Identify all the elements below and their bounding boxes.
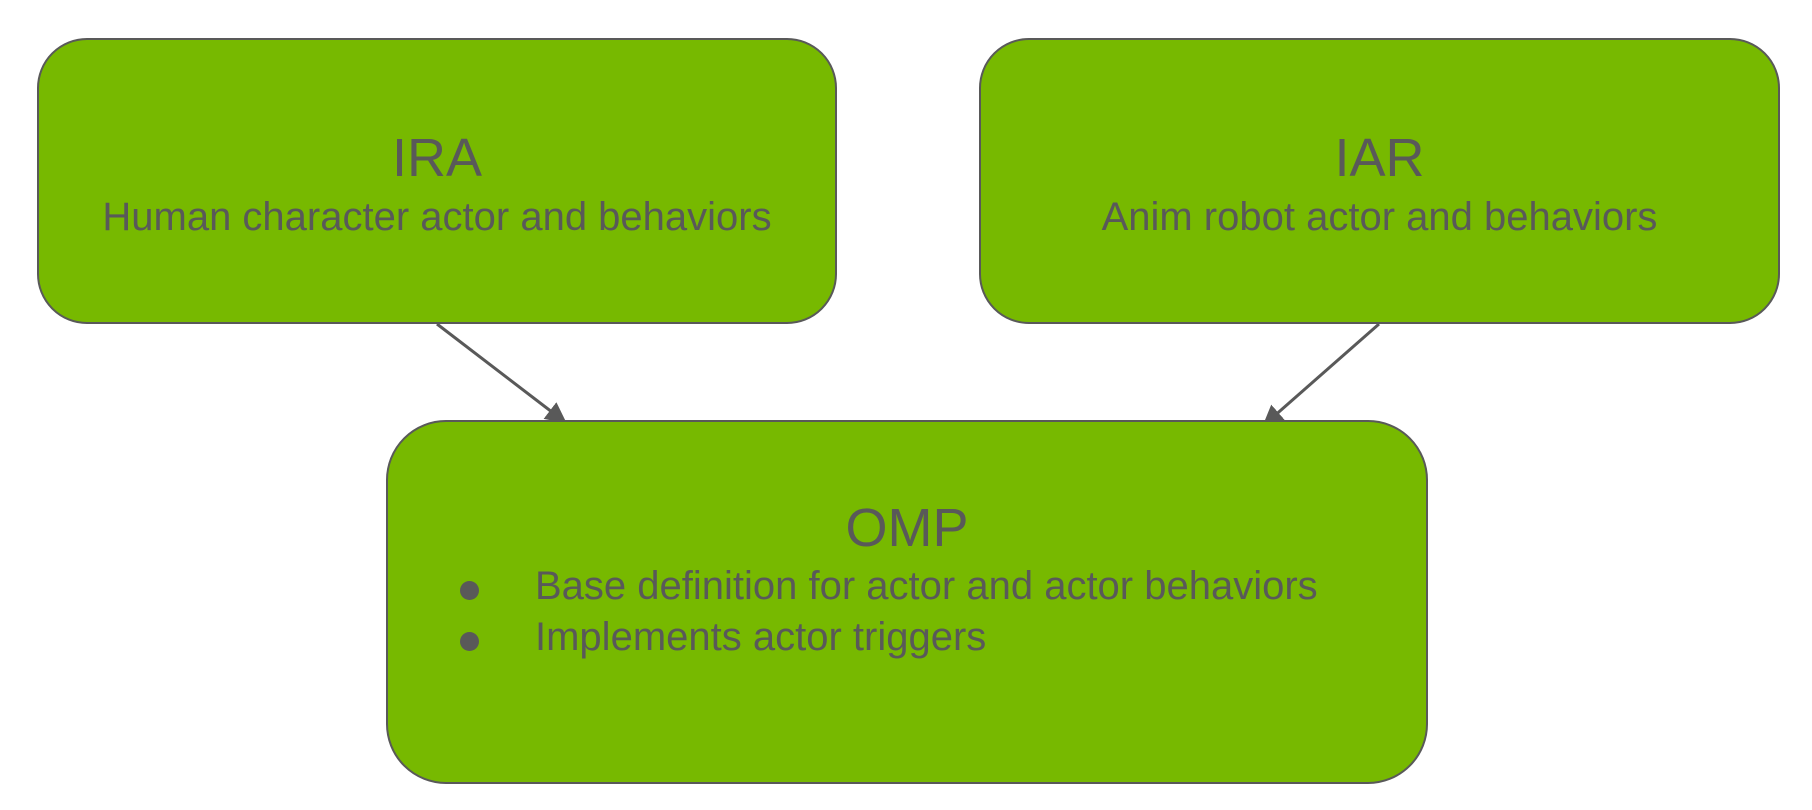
bullet-dot-icon bbox=[460, 632, 479, 651]
node-ira: IRA Human character actor and behaviors bbox=[37, 38, 837, 324]
node-ira-title: IRA bbox=[391, 128, 483, 188]
node-omp: OMP Base definition for actor and actor … bbox=[386, 420, 1428, 784]
bullet-text: Base definition for actor and actor beha… bbox=[535, 564, 1318, 608]
arrow-iar-to-omp bbox=[1262, 322, 1380, 427]
arrow-ira-to-omp bbox=[436, 322, 567, 424]
node-iar-subtitle: Anim robot actor and behaviors bbox=[1101, 195, 1658, 239]
node-iar-title: IAR bbox=[1334, 128, 1425, 188]
bullet-text: Implements actor triggers bbox=[535, 615, 987, 659]
node-iar: IAR Anim robot actor and behaviors bbox=[979, 38, 1780, 324]
bullet-dot-icon bbox=[460, 581, 479, 600]
node-ira-subtitle: Human character actor and behaviors bbox=[102, 195, 772, 239]
node-omp-title: OMP bbox=[845, 498, 969, 558]
